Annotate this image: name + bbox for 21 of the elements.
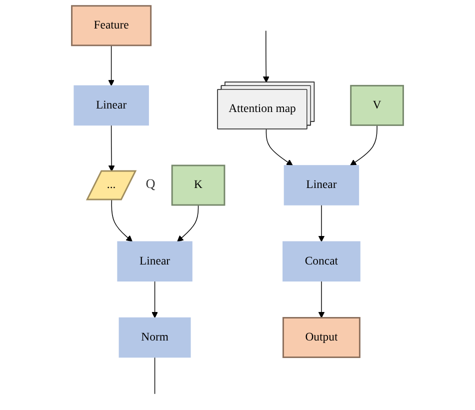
node-box: K [171, 164, 226, 206]
node-box: Norm [118, 317, 191, 358]
arrow [318, 204, 325, 242]
node-box: Linear [117, 241, 192, 282]
node-box: Linear [284, 165, 360, 206]
arrow [318, 280, 325, 318]
node-box: Feature [71, 5, 152, 46]
node-box: Output [282, 317, 360, 358]
node-box: V [350, 84, 404, 126]
arrow [111, 200, 132, 242]
arrow [177, 204, 199, 242]
side-label: Q [146, 176, 156, 192]
node-box: Concat [282, 241, 360, 282]
arrow [108, 45, 115, 86]
arrow [350, 124, 378, 166]
arrow [152, 280, 158, 318]
connector [154, 356, 156, 394]
node-box: Linear [74, 85, 149, 126]
arrow [262, 30, 270, 83]
arrow [266, 128, 293, 166]
arrow [108, 124, 115, 172]
